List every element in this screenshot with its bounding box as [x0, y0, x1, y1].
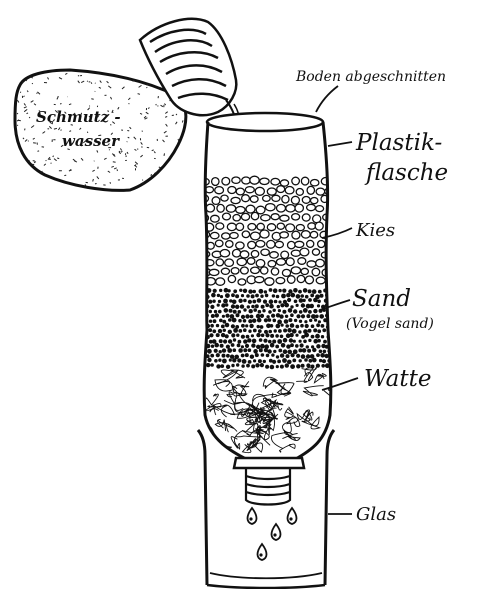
- label-boden-abgeschnitten: Boden abgeschnitten: [295, 69, 446, 85]
- bottle-thread: [246, 468, 290, 505]
- jar-label-line2: wasser: [62, 132, 120, 150]
- leader-watte: [322, 378, 358, 390]
- collecting-glass: [198, 430, 334, 588]
- leader-plastikflasche: [328, 142, 352, 146]
- label-flasche: flasche: [364, 160, 448, 186]
- label-vogelsand: (Vogel sand): [346, 316, 434, 332]
- label-glas: Glas: [356, 504, 396, 525]
- bottle-neck-ring: [234, 458, 304, 468]
- plastic-bottle: [199, 113, 340, 505]
- sand-layer: [202, 288, 335, 369]
- jar-label-line1: Schmutz -: [36, 108, 121, 126]
- label-kies: Kies: [355, 220, 395, 241]
- label-watte: Watte: [364, 366, 431, 392]
- water-drop-highlights: [249, 517, 292, 556]
- label-sand: Sand: [352, 286, 411, 312]
- cut-bottom-opening: [207, 113, 323, 131]
- leader-boden: [316, 86, 338, 112]
- water-drops: [248, 508, 297, 560]
- label-plastik: Plastik-: [355, 130, 442, 156]
